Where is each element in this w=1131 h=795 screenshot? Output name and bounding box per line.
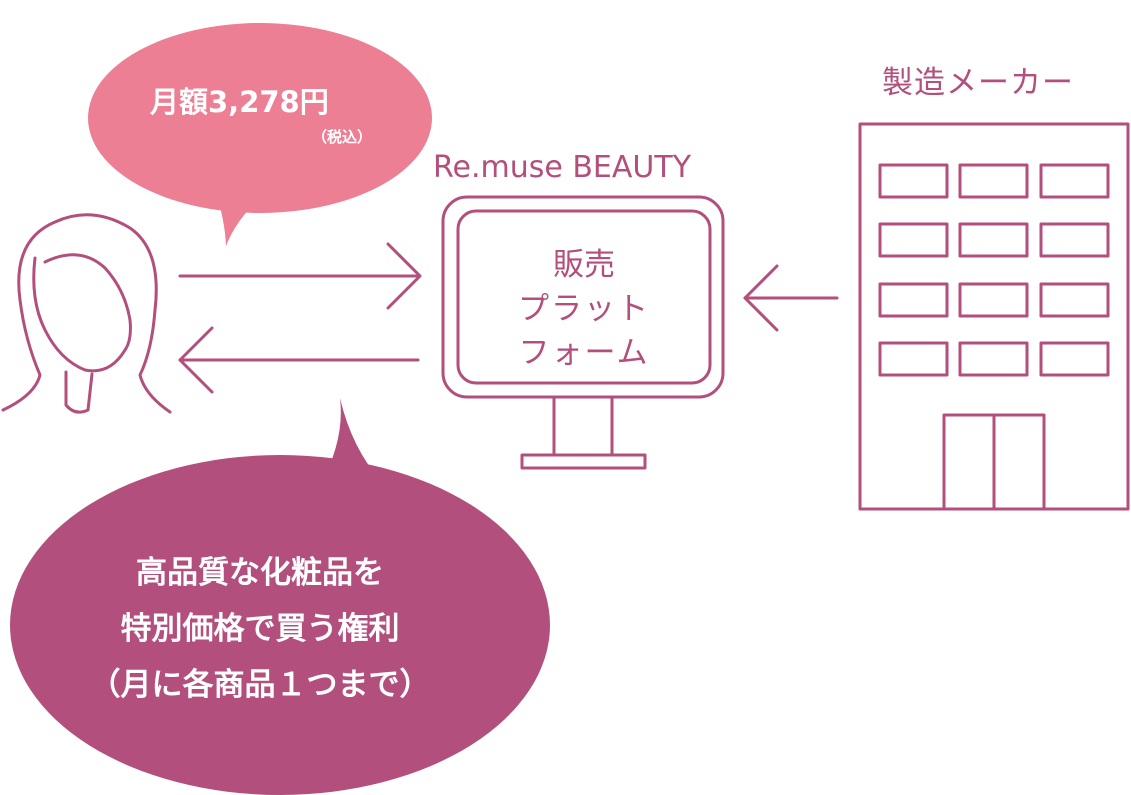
arrow-customer-to-platform — [178, 242, 422, 310]
benefit-speech-bubble — [10, 398, 550, 795]
platform-brand-label: Re.muse BEAUTY — [433, 150, 692, 185]
woman-avatar-icon — [1, 213, 172, 414]
platform-screen-text: 販売 プラット フォーム — [458, 243, 710, 375]
benefit-line-1: 高品質な化粧品を — [136, 555, 384, 591]
screen-line-2: プラット — [518, 291, 650, 327]
monitor-icon — [441, 195, 725, 470]
factory-building-icon — [858, 122, 1130, 511]
building-windows — [878, 163, 1110, 377]
price-label: 月額3,278円 — [150, 85, 329, 119]
building-door — [942, 413, 1046, 511]
maker-label: 製造メーカー — [882, 65, 1074, 101]
screen-line-1: 販売 — [553, 247, 615, 283]
benefit-text: 高品質な化粧品を 特別価格で買う権利 （月に各商品１つまで） — [40, 545, 480, 713]
benefit-line-2: 特別価格で買う権利 — [120, 611, 400, 647]
arrow-platform-to-customer — [178, 326, 420, 394]
price-speech-bubble — [88, 23, 432, 246]
tax-note: （税込） — [312, 128, 373, 146]
arrow-maker-to-platform — [743, 264, 839, 332]
screen-line-3: フォーム — [518, 335, 650, 371]
benefit-line-3: （月に各商品１つまで） — [89, 667, 431, 703]
